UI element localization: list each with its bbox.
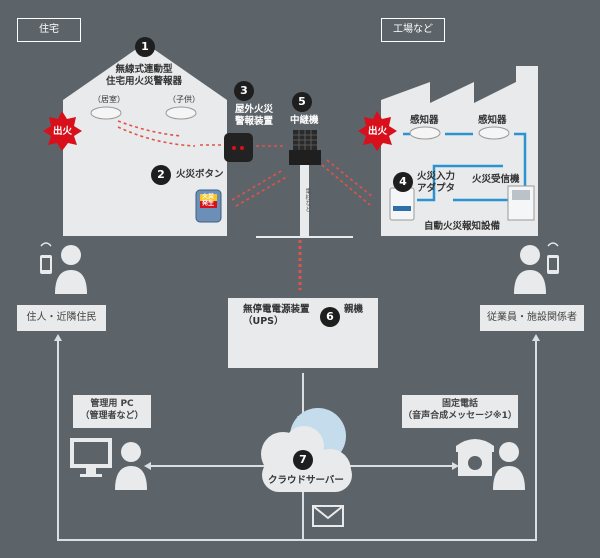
outdoor-alarm-label: 屋外火災 警報装置 xyxy=(235,104,274,127)
relay-label: 中継機 xyxy=(290,115,319,126)
badge-1: 1 xyxy=(135,37,155,57)
detector-left xyxy=(409,126,441,140)
badge-4: 4 xyxy=(393,172,413,192)
residents-label: 住人・近隣住民 xyxy=(17,305,106,331)
fire-button-label: 火災ボタン xyxy=(176,169,224,180)
factory-section-label: 工場など xyxy=(381,18,445,42)
badge-3: 3 xyxy=(234,81,254,101)
auto-fire-system-label: 自動火災報知設備 xyxy=(424,221,501,232)
house-shape xyxy=(63,43,227,236)
pole xyxy=(300,150,309,236)
living-room-label: （居室） xyxy=(93,95,125,104)
mail-icon xyxy=(312,505,344,527)
fire-burst-right xyxy=(358,111,397,151)
fire-input-adapter-label: 火災入力 アダプタ xyxy=(417,171,456,194)
ups-panel xyxy=(228,298,378,368)
network-lines xyxy=(57,341,537,541)
ups-label: 無停電電源装置 （UPS） xyxy=(243,304,310,327)
resident-phone-icon xyxy=(40,242,52,274)
phone-label: 固定電話 （音声合成メッセージ※1） xyxy=(402,395,518,428)
fire-button-text: 火災 発生 xyxy=(202,193,215,207)
pc-label: 管理用 PC （管理者など） xyxy=(73,395,151,428)
alarm-child xyxy=(165,106,197,120)
fire-input-adapter-device xyxy=(389,187,415,221)
fire-receiver-label: 火災受信機 xyxy=(472,174,520,185)
factory-links xyxy=(403,132,527,202)
factory-shape xyxy=(381,66,538,236)
detector-right-label: 感知器 xyxy=(478,115,507,126)
admin-person-icon xyxy=(115,442,147,490)
alarm-living xyxy=(90,106,122,120)
wireless-alarm-label: 無線式連動型 住宅用火災警報器 xyxy=(106,64,183,87)
master-unit-label: 親機 xyxy=(344,304,364,315)
badge-6: 6 xyxy=(320,307,340,327)
badge-7: 7 xyxy=(293,450,313,470)
badge-5: 5 xyxy=(292,92,312,112)
pc-monitor-icon xyxy=(70,438,112,477)
staff-person-icon xyxy=(514,245,546,294)
wireless-waves xyxy=(117,120,375,290)
pole-label: 電柱など xyxy=(304,188,311,212)
detector-left-label: 感知器 xyxy=(410,115,439,126)
staff-label: 従業員・施設関係者 xyxy=(480,305,584,331)
staff-phone-icon xyxy=(547,242,559,274)
child-room-label: （子供） xyxy=(168,95,200,104)
cloud-label: クラウドサーバー xyxy=(268,475,344,486)
detector-right xyxy=(478,126,510,140)
resident-person-icon xyxy=(55,245,87,294)
telephone-icon xyxy=(456,439,494,476)
fire-burst-text-right: 出火 xyxy=(368,126,388,137)
ground-line xyxy=(256,236,353,238)
cloud-shape xyxy=(261,408,352,492)
fire-burst-left xyxy=(43,111,82,151)
badge-2: 2 xyxy=(151,165,171,185)
home-section-label: 住宅 xyxy=(17,18,81,42)
fire-burst-text-left: 出火 xyxy=(53,126,73,137)
phone-person-icon xyxy=(493,442,525,490)
outdoor-alarm-device xyxy=(224,133,253,162)
